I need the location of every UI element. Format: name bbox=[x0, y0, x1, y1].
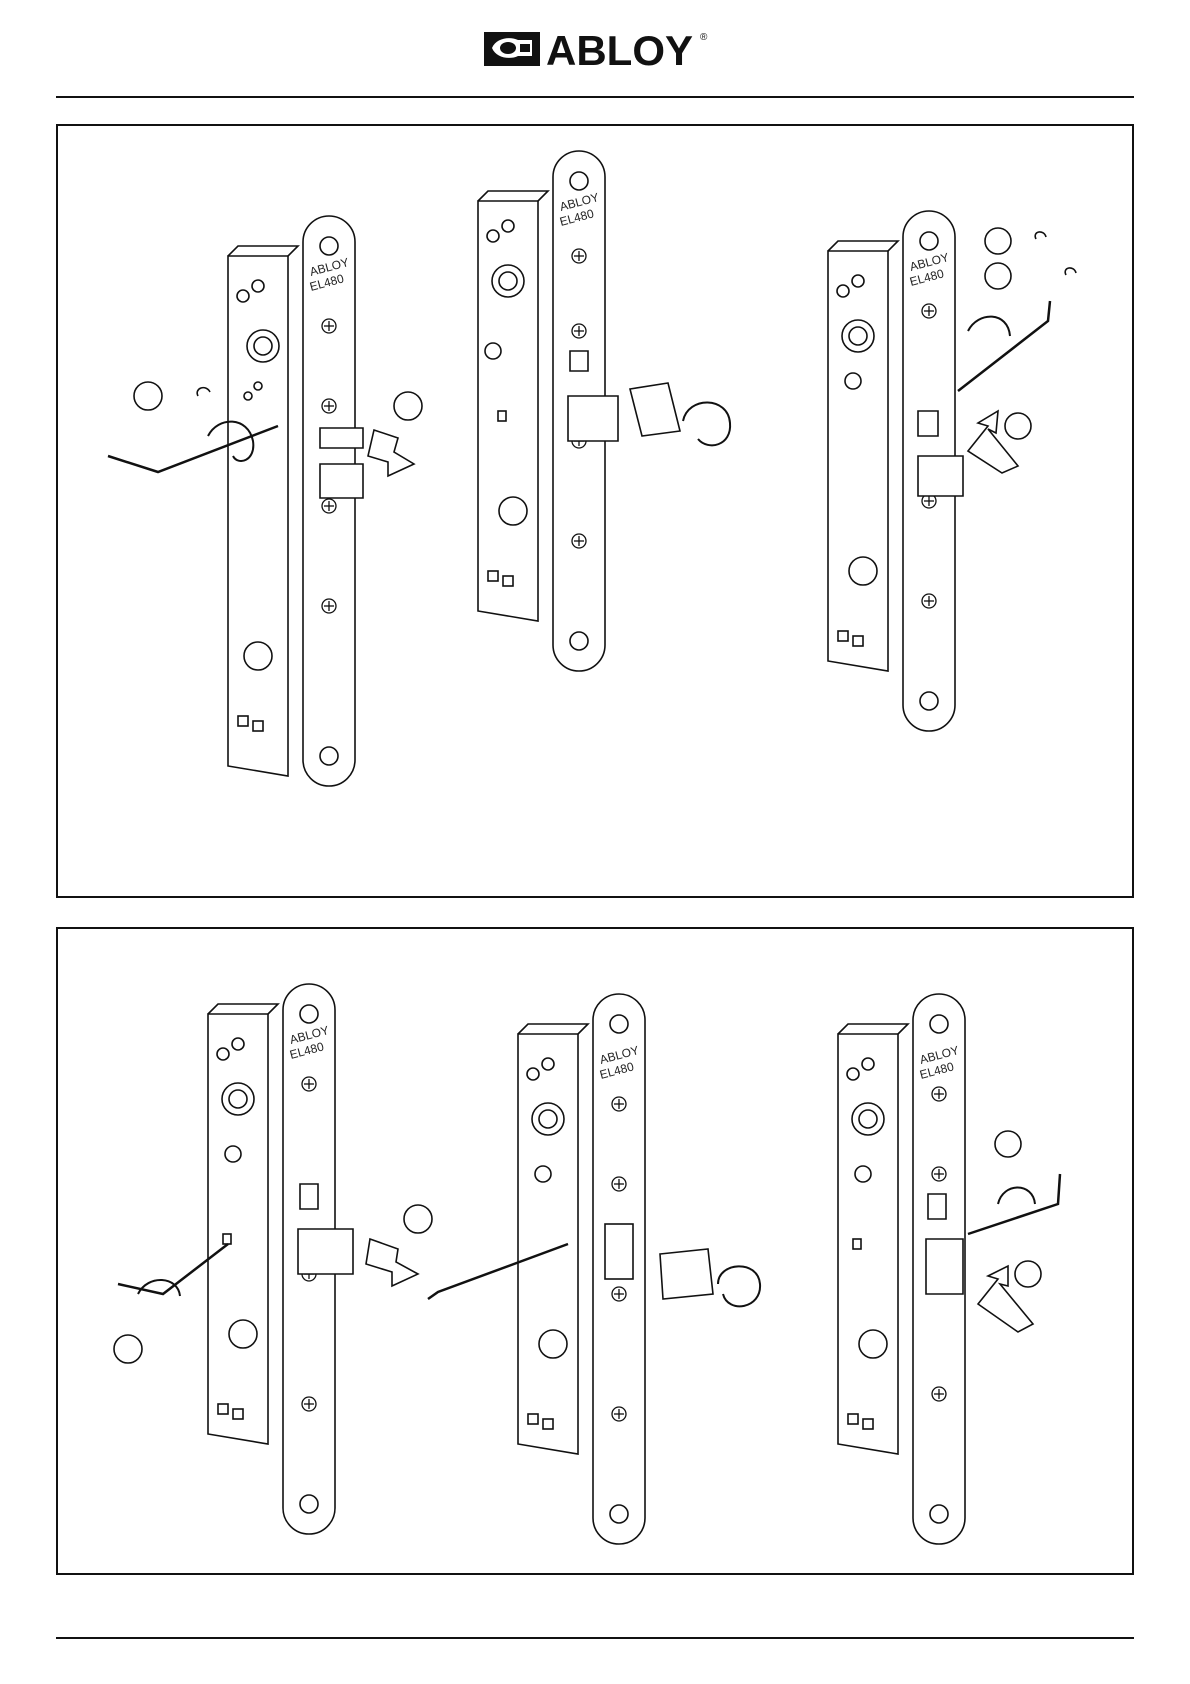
push-arrow-icon bbox=[368, 430, 414, 476]
rotate-arrow-icon bbox=[683, 402, 730, 445]
panel-top: ABLOY EL480 bbox=[56, 124, 1134, 898]
header-divider bbox=[56, 96, 1134, 98]
figure-6: ABLOY EL480 bbox=[828, 994, 1128, 1559]
footer-divider bbox=[56, 1637, 1134, 1639]
push-arrow-icon bbox=[366, 1239, 418, 1286]
figure-2: ABLOY EL480 bbox=[458, 151, 758, 716]
push-arrow-icon bbox=[968, 411, 1018, 473]
figure-3: ABLOY EL480 bbox=[818, 211, 1118, 776]
rotate-arrow-icon bbox=[197, 388, 210, 396]
brand-name: ABLOY bbox=[546, 27, 693, 72]
panel-bottom: ABLOY EL480 bbox=[56, 927, 1134, 1575]
figure-1: ABLOY EL480 bbox=[98, 216, 398, 791]
registered-mark: ® bbox=[700, 32, 708, 43]
rotate-arrow-icon bbox=[718, 1266, 760, 1306]
abloy-logo-icon bbox=[484, 32, 540, 66]
step-circle-icon bbox=[134, 382, 162, 410]
figure-5: ABLOY EL480 bbox=[428, 994, 768, 1559]
abloy-logo: ABLOY ® bbox=[482, 26, 714, 72]
push-arrow-icon bbox=[978, 1266, 1033, 1332]
figure-4: ABLOY EL480 bbox=[108, 984, 408, 1549]
